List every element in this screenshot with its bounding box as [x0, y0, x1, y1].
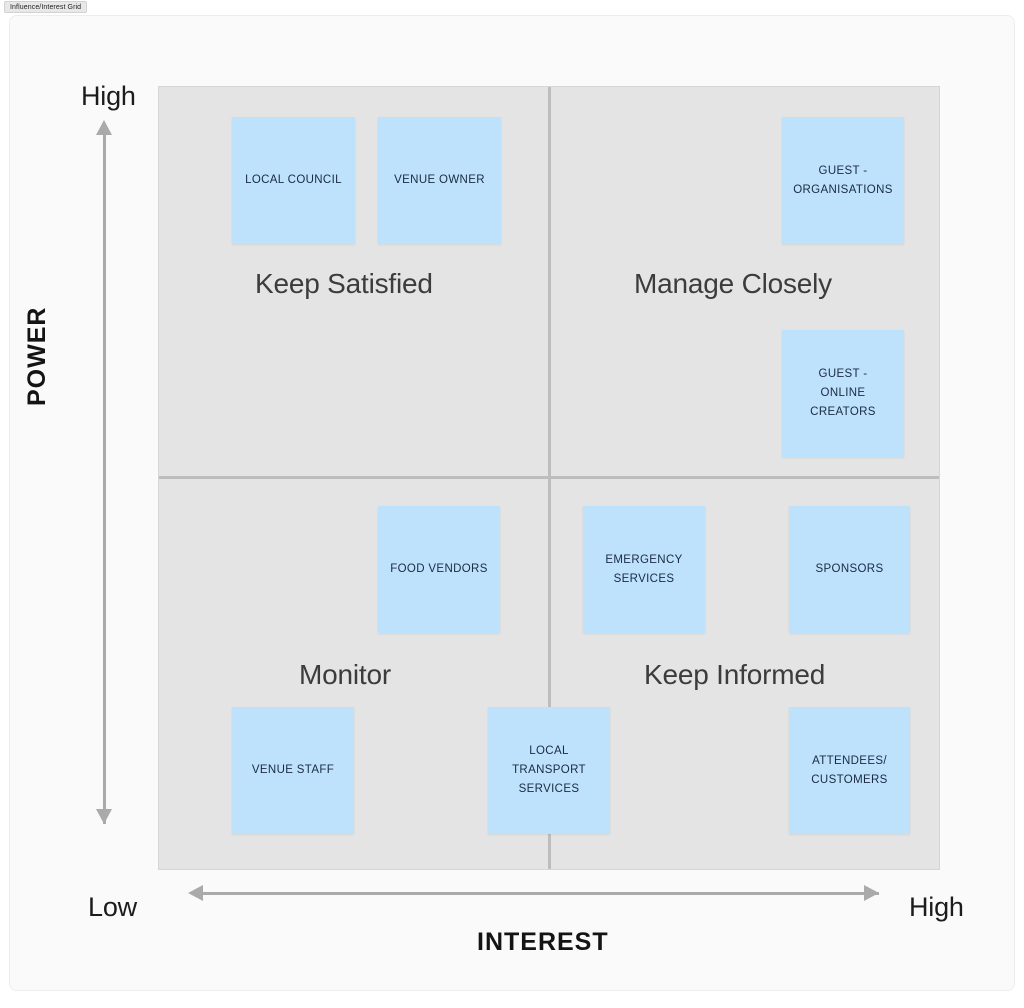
node-emergency-services[interactable]: EMERGENCY SERVICES [583, 506, 705, 633]
node-food-vendors[interactable]: FOOD VENDORS [378, 506, 500, 633]
quadrant-label-keep-informed: Keep Informed [644, 659, 826, 690]
node-label-line: SERVICES [613, 572, 675, 585]
node-guest-online-creators[interactable]: GUEST - ONLINE CREATORS [782, 330, 904, 457]
node-label-line: CREATORS [810, 406, 876, 418]
arrow-down-icon [96, 809, 112, 824]
node-label: VENUE OWNER [394, 174, 485, 186]
node-local-council[interactable]: LOCAL COUNCIL [232, 117, 355, 244]
node-label: LOCAL COUNCIL [245, 174, 342, 186]
power-axis-line [103, 134, 106, 824]
diagram-tab-label[interactable]: Influence/Interest Grid [4, 1, 88, 13]
interest-axis-title: INTEREST [477, 928, 609, 956]
canvas-card: Keep Satisfied Manage Closely Monitor Ke… [9, 15, 1015, 991]
node-venue-staff[interactable]: VENUE STAFF [232, 707, 354, 834]
node-label-line: GUEST - [818, 368, 868, 380]
node-label: VENUE STAFF [251, 764, 335, 776]
interest-axis-high-label: High [909, 892, 964, 922]
node-venue-owner[interactable]: VENUE OWNER [378, 117, 501, 244]
grid-horizontal-divider [159, 476, 939, 479]
node-label-line: SERVICES [518, 783, 580, 795]
quadrant-label-keep-satisfied: Keep Satisfied [255, 268, 433, 299]
node-label-line: EMERGENCY [605, 553, 683, 566]
node-label-line: CUSTOMERS [811, 773, 888, 786]
node-label: FOOD VENDORS [390, 563, 488, 575]
node-attendees-customers[interactable]: ATTENDEES/ CUSTOMERS [789, 707, 910, 834]
node-sponsors[interactable]: SPONSORS [789, 506, 910, 633]
node-label: SPONSORS [815, 563, 884, 575]
interest-axis-low-label: Low [88, 892, 137, 922]
power-axis-title: POWER [23, 306, 51, 406]
node-label-line: LOCAL [529, 745, 569, 757]
power-axis-high-label: High [81, 81, 136, 111]
arrow-up-icon [96, 120, 112, 135]
arrow-left-icon [188, 885, 203, 901]
quadrant-label-monitor: Monitor [299, 659, 391, 690]
node-local-transport-services[interactable]: LOCAL TRANSPORT SERVICES [488, 707, 610, 834]
arrow-right-icon [864, 885, 879, 901]
node-guest-organisations[interactable]: GUEST - ORGANISATIONS [782, 117, 904, 244]
node-label-line: ORGANISATIONS [793, 183, 893, 196]
node-label-line: GUEST - [818, 164, 868, 177]
node-label-line: ATTENDEES/ [812, 754, 887, 767]
interest-axis-line [202, 892, 879, 895]
node-label-line: ONLINE [820, 387, 866, 399]
quadrant-label-manage-closely: Manage Closely [634, 268, 832, 299]
node-label-line: TRANSPORT [512, 764, 586, 776]
